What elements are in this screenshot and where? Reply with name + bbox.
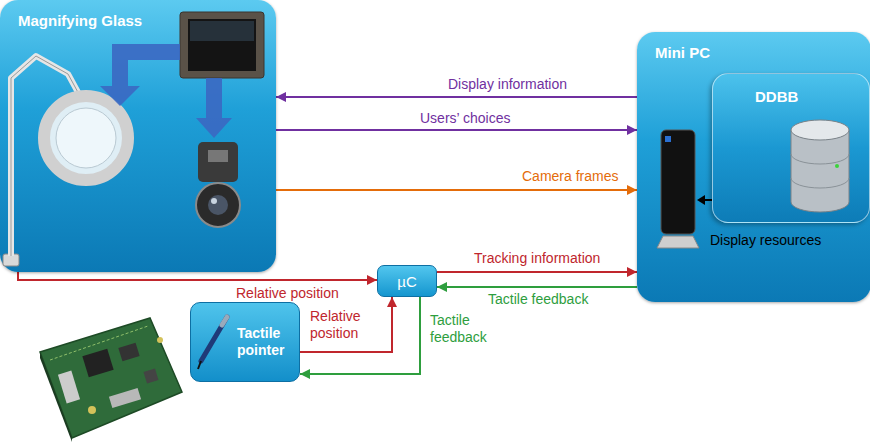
microcontroller-box: µC [377,265,437,297]
signal-arrow [437,271,637,273]
signal-arrow [276,129,637,131]
database-cylinder-part [791,130,849,212]
mini-pc-part [661,130,695,234]
database-cylinder [791,120,849,212]
board-picture-part [58,371,80,404]
screen [180,12,264,78]
node-title: Magnifying Glass [18,12,258,29]
camera [196,142,240,227]
label-holder: Tracking information [474,250,600,267]
signal-label: Users’ choices [420,110,511,127]
board-picture-part [82,349,113,378]
signal-label: Display information [448,76,567,93]
board-picture [40,318,182,442]
signal-arrow [276,189,637,191]
camera-part [196,183,240,227]
screen-part [190,21,254,41]
label-holder: Display information [448,76,567,93]
device-panel: Magnifying Glass [0,0,276,272]
node-title: µC [397,273,416,290]
board-picture-part [50,326,148,360]
resource-arrow [697,195,712,205]
label-holder: Camera frames [522,168,618,185]
board-picture-part [144,369,159,384]
label-holder: Relative position [236,285,339,302]
magnifier-illustration [0,0,276,272]
pen-part [201,317,227,361]
screen-part [180,12,264,78]
resource-arrow-part [697,195,705,205]
signal-label: Camera frames [522,168,618,185]
device-panel: Mini PC DDBB Display resources [637,32,870,302]
node-title: Mini PC [655,44,853,61]
board-picture-part [157,337,163,343]
board-picture-part [88,406,96,414]
pen-icon [191,303,235,383]
pen [198,317,227,369]
database-cylinder-part [791,154,849,164]
pen-part [222,317,227,325]
camera-part [211,198,217,204]
signal-label: Tactile feedback [488,291,588,308]
database-cylinder-part [835,164,839,168]
mini-pc-part [657,236,699,248]
flow-arrows-part [196,78,232,138]
lamp-part [56,108,116,168]
flow-arrows [100,44,232,138]
signal-arrow [437,286,637,288]
pen-part [198,361,201,369]
signal-label: Tactile feedback [430,312,504,346]
board-picture-part [109,388,141,408]
mini-pc [657,130,699,248]
label-holder: Tactile feedback [488,291,588,308]
board-picture-part [40,318,182,438]
signal-label: Tracking information [474,250,600,267]
database-panel: DDBB [712,73,870,223]
camera-part [208,195,228,215]
label-holder: Relative position [310,308,384,342]
screen-part [188,19,256,71]
database-cylinder-part [791,120,849,140]
signal-label: Relative position [310,308,384,342]
mini-pc-part [665,136,671,142]
board-picture-part [118,343,139,362]
node-title: Tactile pointer [237,325,293,359]
label-holder: Display resources [710,232,821,249]
node-title: DDBB [755,88,859,105]
label-holder: Tactile feedback [430,312,504,346]
pointer-box: Tactile pointer [190,302,300,382]
lamp-part [44,96,128,180]
signal-arrow [18,272,377,280]
signal-label: Relative position [236,285,339,302]
signal-arrow [276,96,637,98]
camera-part [208,150,228,162]
signal-arrow [300,297,392,352]
signal-arrow [300,297,420,374]
label-holder: Users’ choices [420,110,511,127]
flow-arrows-part [100,44,180,106]
camera-part [198,142,238,182]
database-cylinder-part [791,178,849,188]
resource-label: Display resources [710,232,821,249]
